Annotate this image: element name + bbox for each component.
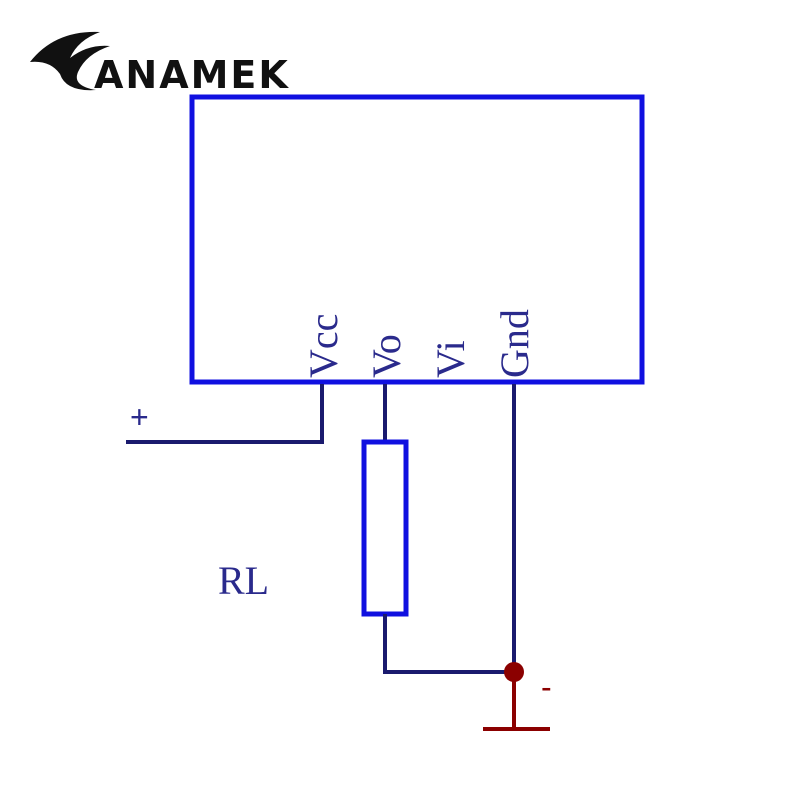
wing-swoosh-logo — [30, 31, 110, 91]
vcc-wire — [126, 384, 324, 444]
brand-logo: ANAMEK — [30, 31, 290, 97]
positive-terminal-label: + — [130, 399, 149, 435]
negative-terminal-label: - — [541, 669, 552, 705]
load-resistor — [361, 439, 409, 617]
pin-label-vi: Vi — [428, 340, 473, 378]
pin-label-gnd: Gnd — [492, 309, 537, 378]
load-resistor-label: RL — [218, 558, 269, 603]
brand-name: ANAMEK — [94, 53, 290, 97]
pin-label-vcc: Vcc — [301, 314, 346, 378]
pin-label-vo: Vo — [364, 334, 409, 378]
module-box — [189, 94, 645, 385]
vo-wire-bottom — [383, 614, 514, 674]
